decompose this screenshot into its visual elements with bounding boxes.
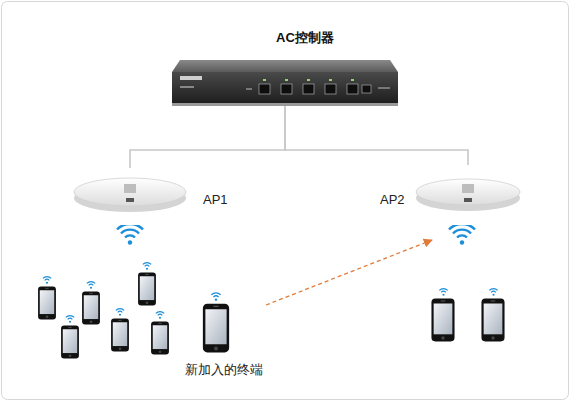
terminal-node: 新加入的终端 <box>182 288 266 382</box>
node-label: 新加入的终端 <box>182 362 266 378</box>
client-phones <box>38 263 504 359</box>
ac-controller-device <box>172 60 398 106</box>
access-point-node: AP2 <box>378 165 520 240</box>
node-label: AP1 <box>203 192 231 208</box>
access-point-node: AP1 <box>72 168 232 220</box>
ap2-device <box>416 179 520 211</box>
roaming-arrow <box>266 240 432 305</box>
ap1-device <box>74 178 186 212</box>
network-cable <box>130 106 285 168</box>
node-label: AP2 <box>380 192 408 208</box>
network-cable <box>285 106 468 165</box>
wifi-symbol <box>117 224 143 245</box>
wifi-symbol <box>449 224 475 245</box>
node-label: AC控制器 <box>210 30 400 46</box>
controller-node: AC控制器 <box>170 26 400 106</box>
